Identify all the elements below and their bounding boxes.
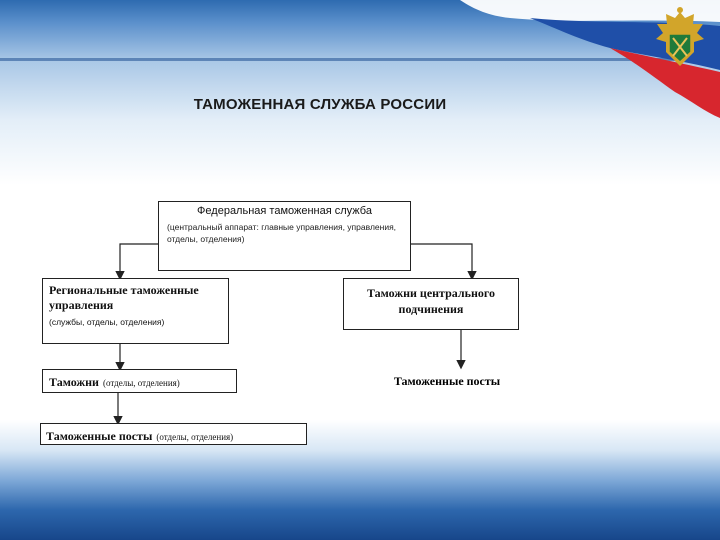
node-customs-posts: Таможенные посты (отделы, отделения) [40, 423, 307, 445]
node-regional-heading: Региональные таможенные управления [49, 283, 222, 313]
node-posts-subtext: (отделы, отделения) [156, 432, 233, 442]
node-customs-heading: Таможни [49, 375, 99, 389]
connector-federal-central-customs [411, 244, 472, 278]
node-federal-heading: Федеральная таможенная служба [167, 205, 402, 217]
node-central-posts-heading: Таможенные посты [394, 374, 500, 388]
node-federal-subtext: (центральный аппарат: главные управления… [167, 221, 402, 245]
node-central-customs-posts: Таможенные посты [363, 367, 531, 405]
node-regional-subtext: (службы, отделы, отделения) [49, 317, 222, 327]
node-federal-customs-service: Федеральная таможенная служба (центральн… [158, 201, 411, 271]
node-posts-heading: Таможенные посты [46, 429, 152, 443]
connector-federal-regional [120, 244, 158, 278]
node-central-customs: Таможни центрального подчинения [343, 278, 519, 330]
node-regional-departments: Региональные таможенные управления (служ… [42, 278, 229, 344]
node-central-customs-heading: Таможни центрального подчинения [350, 285, 512, 317]
node-customs: Таможни (отделы, отделения) [42, 369, 237, 393]
node-customs-subtext: (отделы, отделения) [103, 378, 180, 388]
